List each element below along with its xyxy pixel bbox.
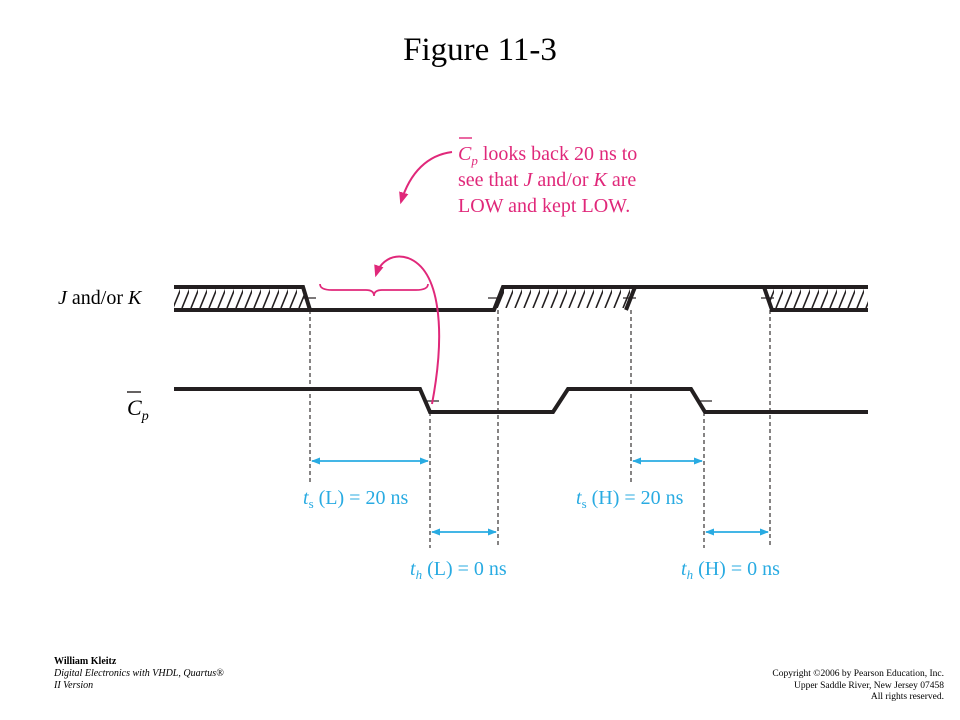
th-low-label: th (L) = 0 ns [410, 558, 507, 582]
ts-high-label: ts (H) = 20 ns [576, 487, 684, 511]
copyright-line-1: Copyright ©2006 by Pearson Education, In… [772, 669, 944, 679]
copyright-line-3: All rights reserved. [870, 692, 944, 702]
cp-signal-label: Cp [127, 395, 149, 424]
annotation-callout-arrow [399, 151, 453, 205]
annotation-line-2: see that J and/or K are [458, 169, 636, 191]
jk-signal-label: J and/or K [58, 287, 143, 309]
footer-copyright: Copyright ©2006 by Pearson Education, In… [772, 669, 944, 704]
cp-lookback-arrow [374, 255, 441, 405]
lookback-annotation: Cp looks back 20 ns to see that J and/or… [458, 137, 637, 217]
copyright-line-2: Upper Saddle River, New Jersey 07458 [793, 680, 944, 691]
cp-waveform [174, 387, 868, 414]
jk-waveform [174, 285, 868, 312]
jk-dont-care-regions [174, 287, 868, 310]
dimension-arrows [311, 457, 769, 536]
footer-book-subtitle: II Version [54, 680, 94, 691]
footer-author: William Kleitz [54, 656, 117, 667]
lookback-brace [319, 283, 429, 297]
th-high-label: th (H) = 0 ns [681, 558, 780, 582]
annotation-line-3: LOW and kept LOW. [458, 195, 630, 217]
figure-title: Figure 11-3 [403, 32, 557, 68]
footer-attribution: William Kleitz Digital Electronics with … [54, 656, 224, 692]
timing-reference-lines [309, 310, 771, 548]
ts-low-label: ts (L) = 20 ns [303, 487, 408, 511]
footer-book-title: Digital Electronics with VHDL, Quartus® [54, 668, 224, 679]
annotation-line-1: Cp looks back 20 ns to [458, 143, 637, 168]
